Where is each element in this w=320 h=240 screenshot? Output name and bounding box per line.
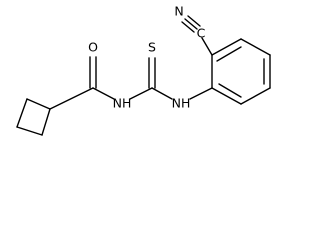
ring-bond — [16, 98, 28, 128]
ring-bond — [26, 98, 51, 110]
amide-group — [49, 56, 115, 110]
thio-sulfur-label: S — [148, 40, 156, 55]
aryl-nh-label: NH — [172, 96, 191, 111]
carbonyl-to-nh-bond — [92, 87, 115, 100]
ring-bond — [16, 126, 43, 136]
aromatic-inner-bond — [218, 83, 242, 98]
aryl-to-nitrile-bond — [201, 37, 213, 56]
amide-nh-label: NH — [113, 96, 132, 111]
nh-to-aryl-bond — [189, 87, 213, 100]
aromatic-bond — [211, 38, 242, 56]
nitrile-triple-bond — [184, 18, 198, 30]
nitrile-group — [181, 15, 213, 56]
aromatic-bond — [240, 38, 271, 56]
carbonyl-oxygen-label: O — [88, 40, 98, 55]
ring-bond — [41, 108, 51, 136]
thiocarbonyl-to-nh-bond — [151, 87, 173, 100]
nh-to-thiocarbonyl-bond — [129, 87, 153, 100]
benzene-ring — [211, 38, 271, 105]
nitrile-nitrogen-label: N — [174, 4, 183, 19]
cyclobutane-ring — [16, 98, 51, 136]
aromatic-bond — [211, 87, 242, 105]
aromatic-bond — [240, 87, 271, 105]
chemical-structure-diagram: O S C N NH NH — [16, 4, 271, 136]
nitrile-triple-bond — [187, 15, 201, 27]
nitrile-triple-bond — [181, 21, 195, 33]
nitrile-carbon-label: C — [197, 26, 206, 41]
thiourea-group — [129, 57, 213, 100]
ring-to-carbonyl-bond — [49, 87, 94, 110]
aromatic-inner-bond — [216, 46, 242, 62]
